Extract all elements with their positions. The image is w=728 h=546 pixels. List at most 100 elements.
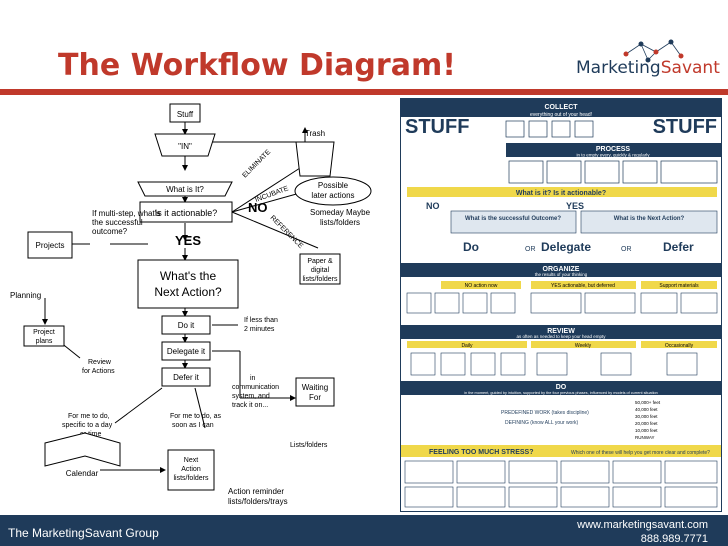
next-action-line1: What's the: [160, 269, 217, 283]
eliminate-label: ELIMINATE: [241, 148, 272, 179]
chart-which-one: Which one of these will help you get mor…: [571, 450, 710, 456]
do-title: DO: [556, 384, 567, 391]
review-line1: Review: [88, 359, 112, 366]
reference-label: REFERENCE: [269, 214, 305, 250]
chart-or-2: OR: [621, 246, 632, 253]
workflow-flowchart: Stuff "IN" Trash What is It? Is it actio…: [10, 103, 372, 506]
chart-outcome: What is the successful Outcome?: [465, 216, 561, 222]
no-label: NO: [248, 200, 268, 215]
brand-logo: [576, 36, 726, 86]
chart-or-1: OR: [525, 246, 536, 253]
alt-0: 50,000+ feet: [635, 400, 661, 405]
calendar-book-shape: [44, 432, 121, 467]
chart-stress: FEELING TOO MUCH STRESS?: [429, 449, 534, 456]
possible-later-cloud: [294, 176, 372, 206]
what-is-it-bar: [407, 187, 717, 197]
chart-predefined: PREDEFINED WORK (takes discipline): [501, 410, 589, 416]
less-than-line1: If less than: [244, 317, 278, 324]
for-me-specific-line1: For me to do,: [68, 413, 110, 420]
for-me-asap-line1: For me to do, as: [170, 413, 221, 420]
projects-label: Projects: [36, 241, 65, 250]
chart-do: Do: [463, 240, 479, 254]
what-is-it-label: What is It?: [166, 185, 204, 194]
project-plans-line2: plans: [36, 338, 53, 345]
paper-line2: digital: [311, 267, 330, 274]
chart-defining: DEFINING (know ALL your work): [505, 420, 579, 426]
stuff-left: STUFF: [405, 116, 469, 138]
footer-company: The MarketingSavant Group: [8, 526, 159, 540]
paper-digital-box: [299, 253, 341, 285]
someday-line1: Someday Maybe: [310, 208, 371, 217]
possible-later-line2: later actions: [311, 191, 354, 200]
process-header: [506, 143, 721, 157]
multi-step-line3: outcome?: [92, 227, 128, 236]
review-line2: for Actions: [82, 368, 115, 375]
possible-later-line1: Possible: [318, 181, 349, 190]
process-title: PROCESS: [596, 146, 631, 153]
gtd-workflow-chart: COLLECT everything out of your head! STU…: [400, 98, 722, 512]
chart-no: NO: [426, 201, 440, 211]
chart-weekly: Weekly: [575, 343, 592, 349]
in-comm-line3: system, and: [232, 393, 270, 400]
waiting-for-box: [295, 377, 335, 407]
alt-5: RUNWAY: [635, 435, 655, 440]
multi-step-line1: If multi-step, what's: [92, 209, 160, 218]
trash-label: Trash: [305, 129, 325, 138]
footer-bar: The MarketingSavant Group www.marketings…: [0, 515, 728, 546]
yes-label: YES: [175, 233, 201, 248]
do-it-label: Do it: [178, 321, 195, 330]
footer-url[interactable]: www.marketingsavant.com: [577, 519, 708, 531]
for-me-asap-line2: soon as I can: [172, 422, 214, 429]
stuff-label: Stuff: [177, 110, 194, 119]
collect-title: COLLECT: [544, 104, 578, 111]
delegate-it-box: [161, 341, 211, 361]
footer-contact: www.marketingsavant.com 888.989.7771: [577, 518, 708, 546]
action-reminder-line2: lists/folders/trays: [228, 497, 288, 506]
action-reminder-line1: Action reminder: [228, 487, 284, 496]
organize-sub: the results of your thinking: [535, 272, 588, 277]
in-tray-shape: [154, 133, 216, 157]
logo-text: MarketingSavant: [576, 58, 720, 78]
organize-header: [401, 263, 721, 277]
waiting-for-line1: Waiting: [302, 383, 328, 392]
chart-delegate: Delegate: [541, 240, 591, 254]
chart-yes-actionable: YES actionable, but deferred: [551, 283, 615, 289]
projects-box: [27, 231, 73, 259]
next-action-line2: Next Action?: [154, 285, 222, 299]
review-sub: as often as needed to keep your head emp…: [516, 334, 606, 339]
stuff-right: STUFF: [653, 116, 717, 138]
less-than-line2: 2 minutes: [244, 326, 275, 333]
alt-1: 40,000 feet: [635, 407, 658, 412]
project-plans-box: [23, 325, 65, 347]
paper-line1: Paper &: [307, 258, 333, 265]
alt-3: 20,000 feet: [635, 421, 658, 426]
chart-yes: YES: [566, 201, 584, 211]
paper-line3: lists/folders: [302, 276, 338, 283]
defer-it-label: Defer it: [173, 373, 200, 382]
collect-header: [401, 99, 721, 117]
someday-line2: lists/folders: [320, 218, 360, 227]
footer-phone: 888.989.7771: [640, 533, 708, 545]
alt-4: 10,000 feet: [635, 428, 658, 433]
collect-sub: everything out of your head!: [530, 112, 592, 118]
next-actions-line2: Action: [181, 466, 201, 473]
trash-can-shape: [295, 141, 335, 177]
chart-next-action: What is the Next Action?: [614, 216, 685, 222]
do-it-box: [161, 315, 211, 335]
organize-title: ORGANIZE: [543, 266, 580, 273]
page-title: The Workflow Diagram!: [58, 48, 456, 83]
chart-occasionally: Occasionally: [665, 343, 694, 349]
actionable-box: [139, 201, 233, 223]
do-header: [401, 381, 721, 395]
stress-header: [401, 445, 721, 457]
chart-no-action: NO action now: [465, 283, 498, 289]
chart-daily: Daily: [461, 343, 473, 349]
alt-2: 30,000 feet: [635, 414, 658, 419]
next-action-box: [137, 259, 239, 309]
planning-label: Planning: [10, 291, 41, 300]
multi-step-line2: the successful: [92, 218, 143, 227]
next-actions-line3: lists/folders: [173, 475, 209, 482]
do-sub: in the moment, guided by intuition, supp…: [464, 391, 658, 395]
in-comm-line1: in: [250, 375, 256, 382]
in-comm-line4: track it on...: [232, 402, 268, 409]
